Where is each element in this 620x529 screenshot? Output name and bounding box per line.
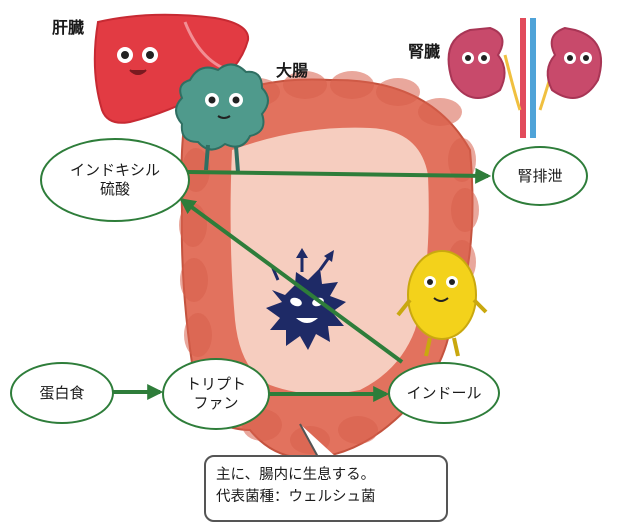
node-tryptophan: トリプト ファン [162,358,270,430]
node-indoxyl-sulfate: インドキシル 硫酸 [40,138,190,222]
node-protein-food: 蛋白食 [10,362,114,424]
callout-box: 主に、腸内に生息する。 代表菌種：ウェルシュ菌 [204,455,448,522]
callout-line-2: 代表菌種：ウェルシュ菌 [216,487,436,509]
large-intestine-label: 大腸 [276,57,308,81]
callout-line-1: 主に、腸内に生息する。 [216,465,436,487]
node-renal-excretion: 腎排泄 [492,146,588,206]
kidney-label: 腎臓 [408,38,440,62]
kidney-illustration [449,18,601,138]
liver-label: 肝臓 [52,14,84,38]
node-indole: インドール [388,362,500,424]
